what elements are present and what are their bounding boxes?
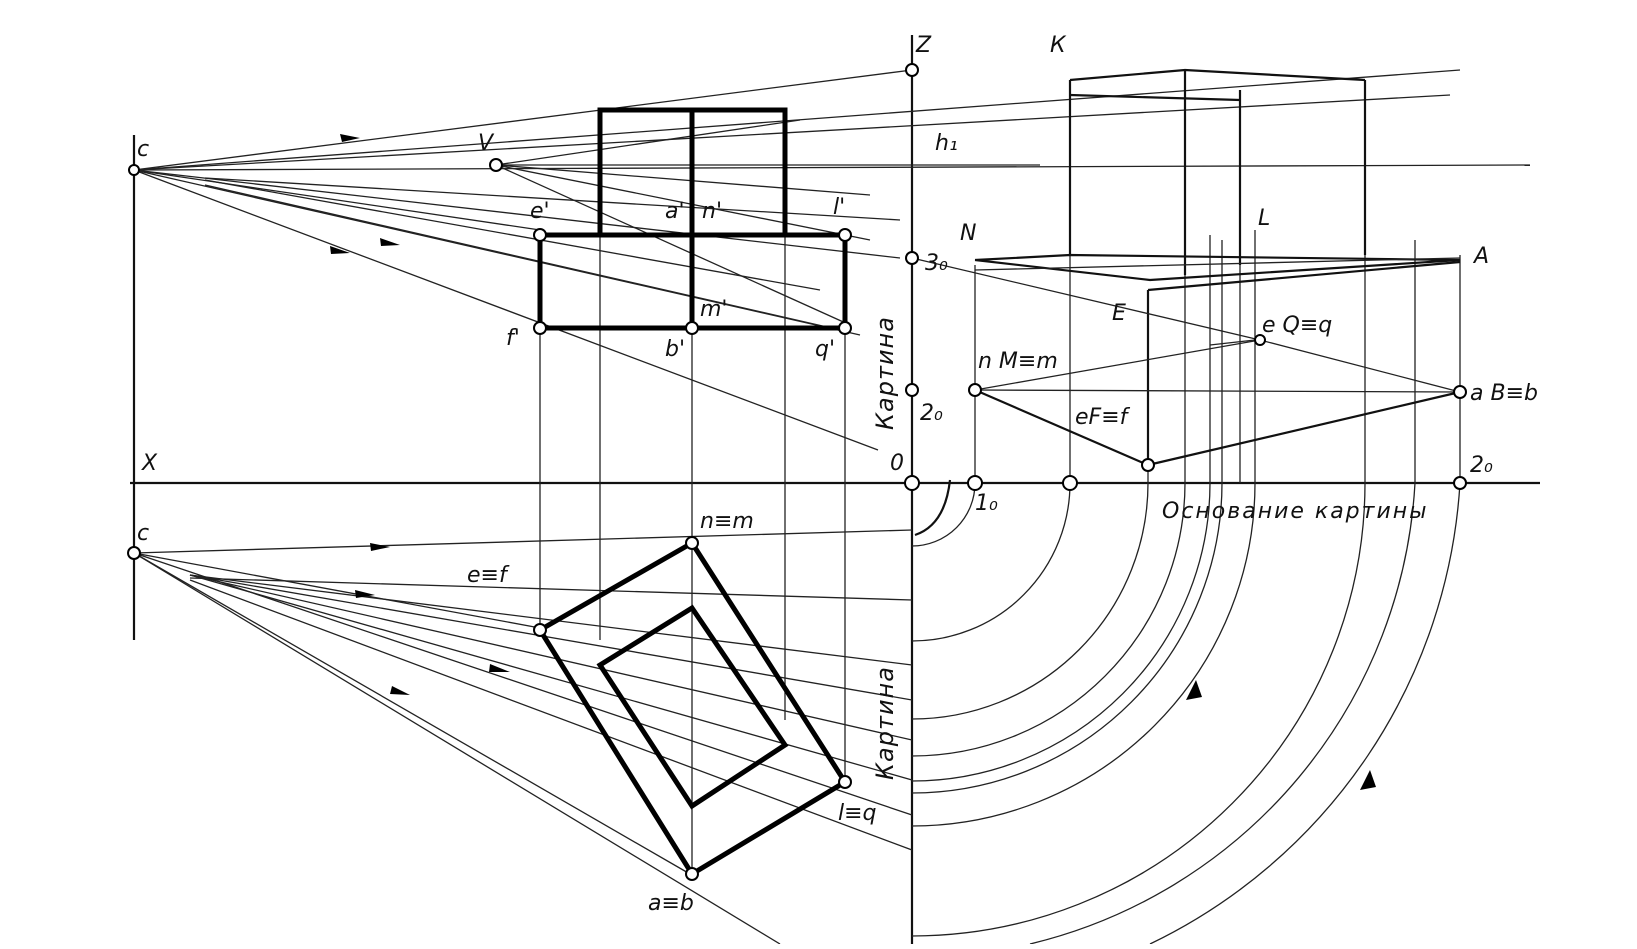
point-eFf-base (1141, 458, 1155, 472)
label-N: N (960, 221, 976, 246)
lower-rays (133, 529, 913, 945)
label-l-eq-q: l≡q (838, 801, 877, 826)
label-3-0: 3₀ (925, 251, 948, 276)
label-c-top: c (137, 137, 149, 162)
ray-arrows (330, 134, 510, 695)
perspective-view (911, 68, 1461, 467)
point-n-eq-m (685, 536, 699, 550)
point-l-eq-q (838, 775, 852, 789)
rotation-arcs (911, 479, 1461, 945)
labels: Z К c V h₁ e' a' n' l' f' b' m' q' N L A… (137, 33, 1538, 916)
point-c-top (128, 164, 140, 176)
point-m-prime (685, 321, 699, 335)
point-l-prime (838, 228, 852, 242)
label-V: V (478, 131, 495, 156)
label-2-0-right: 2₀ (1470, 453, 1493, 478)
points (127, 63, 1467, 881)
point-aBb (1453, 385, 1467, 399)
point-V (489, 158, 503, 172)
label-kartina-bottom: Картина (871, 666, 899, 780)
label-2-0-left: 2₀ (920, 401, 943, 426)
label-K: К (1050, 33, 1067, 58)
point-e-eq-f (533, 623, 547, 637)
label-n-prime: n' (702, 199, 722, 224)
point-1-0 (967, 475, 983, 491)
point-O (904, 475, 920, 491)
point-a-eq-b (685, 867, 699, 881)
label-eQq: e Q≡q (1262, 313, 1332, 338)
label-O: 0 (890, 451, 904, 476)
point-eQq (1254, 334, 1266, 346)
label-q-prime: q' (815, 337, 835, 362)
rotation-arrow-arc (914, 479, 952, 537)
label-n-eq-m: n≡m (700, 509, 754, 534)
label-e-eq-f: e≡f (467, 563, 510, 588)
label-Z: Z (915, 33, 932, 58)
plan-inner (596, 604, 789, 810)
point-base-1 (1062, 475, 1078, 491)
label-1-0: 1₀ (975, 491, 998, 516)
arc-arrow-1 (1186, 680, 1202, 700)
label-a-eq-b: a≡b (648, 891, 694, 916)
horizon-line (133, 164, 1531, 171)
point-q-prime (838, 321, 852, 335)
label-f-prime: f' (506, 326, 520, 351)
point-f-prime (533, 321, 547, 335)
label-a-prime: a' (665, 199, 685, 224)
label-L: L (1258, 206, 1270, 231)
label-E: E (1112, 301, 1126, 326)
label-e-prime: e' (530, 199, 550, 224)
label-l-prime: l' (833, 195, 845, 220)
link-lines (539, 70, 1461, 874)
label-X: X (141, 451, 158, 476)
label-kartina-top: Картина (871, 316, 899, 430)
label-picture-base: Основание картины (1162, 499, 1429, 524)
point-3-0 (905, 251, 919, 265)
arc-arrow-2 (1360, 770, 1376, 790)
label-c-bottom: c (137, 521, 149, 546)
upper-rays (133, 69, 1461, 451)
label-h: h₁ (935, 131, 958, 156)
label-m-prime: m' (700, 297, 727, 322)
point-2-0-right (1453, 476, 1467, 490)
label-A: A (1472, 244, 1489, 269)
label-eFf: eF≡f (1075, 405, 1131, 430)
front-view (537, 107, 848, 331)
point-Z (905, 63, 919, 77)
label-aBb: a B≡b (1470, 381, 1538, 406)
label-nMm: n M≡m (978, 349, 1058, 374)
label-b-prime: b' (665, 337, 685, 362)
point-n-M (968, 383, 982, 397)
point-e-prime (533, 228, 547, 242)
point-c-bottom (127, 546, 141, 560)
point-2-0-left (905, 383, 919, 397)
